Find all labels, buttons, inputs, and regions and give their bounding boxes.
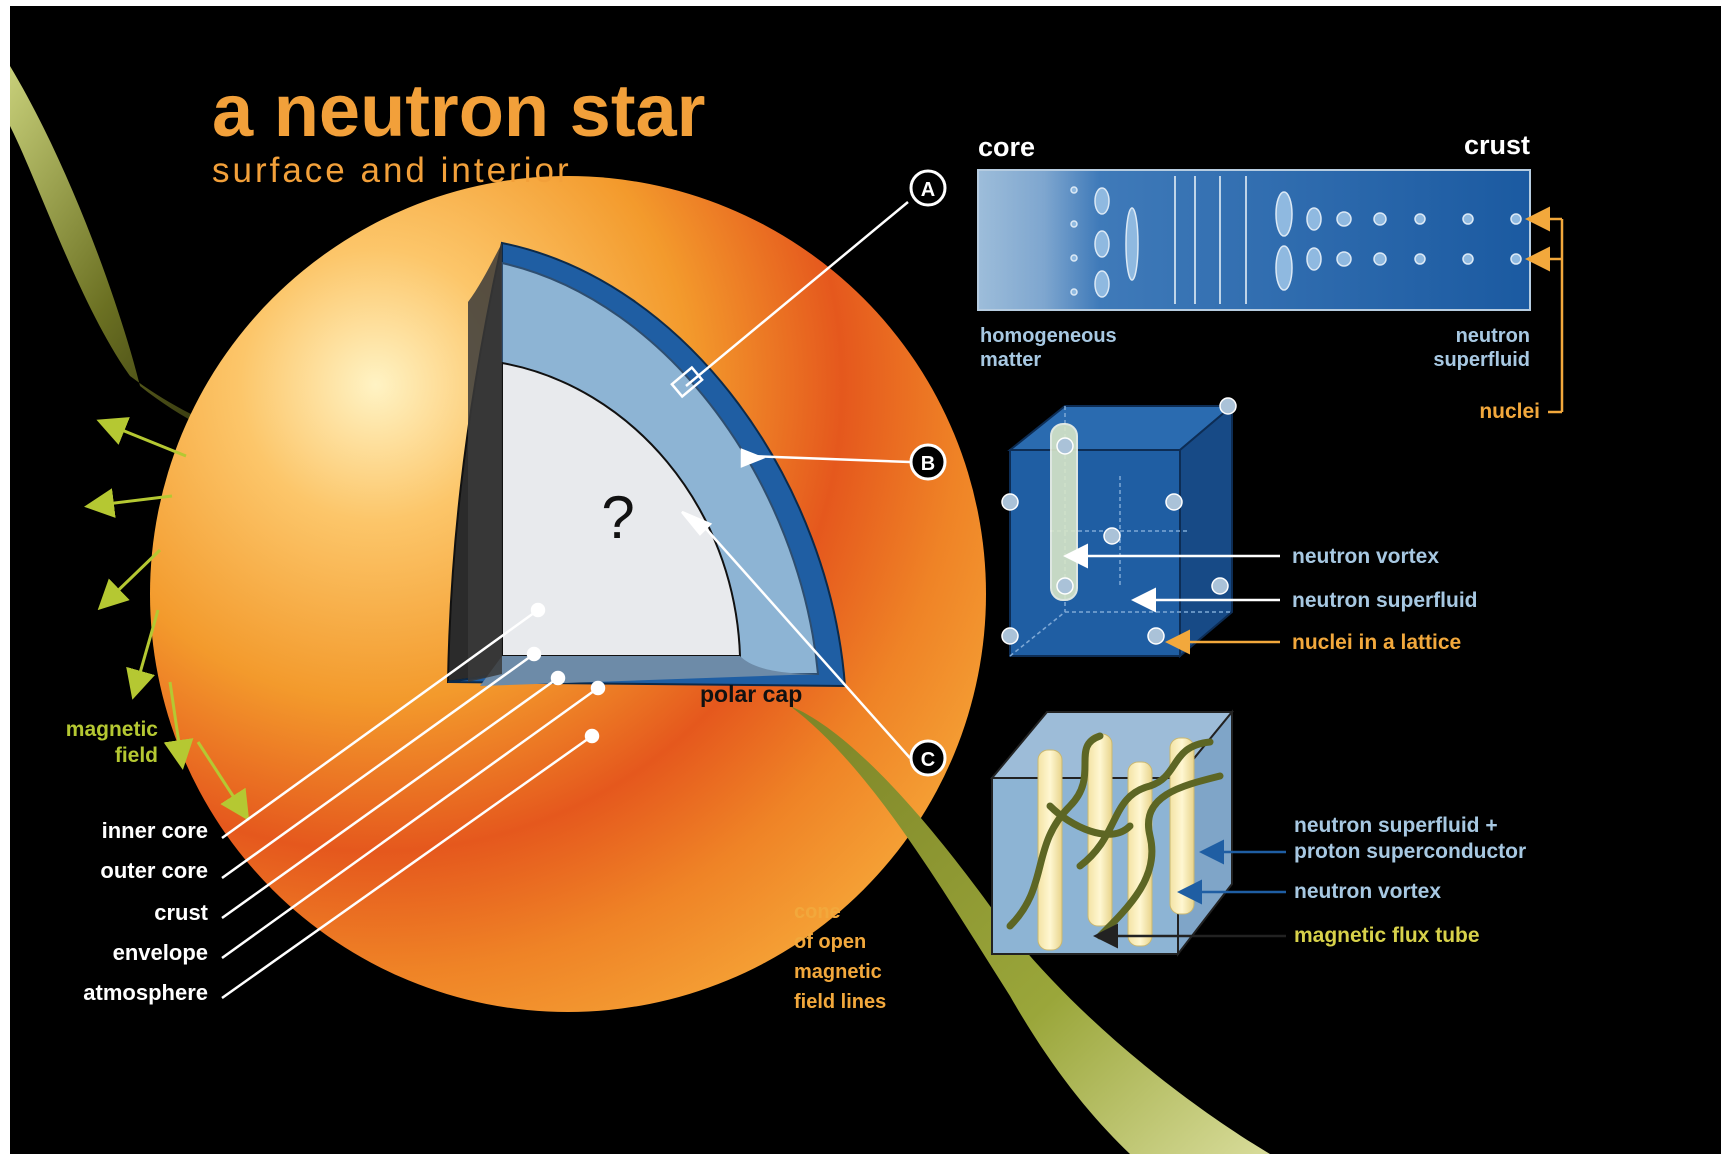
panel-a-caption-neutron: neutron (1456, 325, 1530, 347)
panel-a-nuclei-label: nuclei (1479, 400, 1540, 423)
label-crust: crust (154, 900, 208, 925)
cutaway-edge-dark (468, 243, 502, 682)
panel-b-pointers (1063, 543, 1280, 655)
panel-a-density-bar (977, 169, 1531, 311)
panel-c-label-flux-tube: magnetic flux tube (1294, 924, 1480, 947)
panel-c-flux-tubes (1006, 732, 1224, 940)
panel-b-label-neutron-superfluid: neutron superfluid (1292, 589, 1478, 612)
magnetic-cone-lower (790, 706, 1270, 1154)
panel-a-nuclei-pointer (1525, 206, 1564, 414)
panel-b: neutron vortex neutron superfluid nuclei… (1001, 397, 1478, 659)
inner-core-layer (501, 361, 742, 657)
panel-a-heading-crust: crust (1464, 130, 1530, 160)
panel-c-label-superfluid: neutron superfluid + (1294, 814, 1498, 837)
layer-labels: inner core outer core crust envelope atm… (83, 818, 208, 1005)
svg-text:magnetic: magnetic (66, 718, 159, 741)
panel-a-pasta-phases (1174, 176, 1247, 304)
marker-b: B (909, 443, 947, 481)
svg-text:A: A (921, 179, 935, 201)
panel-c-label-superconductor: proton superconductor (1294, 840, 1526, 863)
svg-text:cone: cone (794, 901, 841, 923)
label-magnetic-field: magnetic field (66, 718, 159, 767)
marker-a: A (909, 169, 947, 207)
panel-a-heading-core: core (978, 132, 1035, 162)
svg-text:C: C (921, 749, 935, 771)
label-cone: cone of open magnetic field lines (794, 901, 886, 1013)
label-polar-cap: polar cap (700, 681, 802, 707)
panel-a-caption-matter: matter (980, 349, 1041, 371)
diagram-subtitle: surface and interior (212, 151, 572, 190)
svg-text:field: field (115, 744, 158, 767)
panel-a: core crust homogeneous (977, 130, 1564, 423)
panel-b-lattice-nuclei (1001, 397, 1237, 645)
label-outer-core: outer core (100, 858, 208, 883)
panel-c-label-neutron-vortex: neutron vortex (1294, 880, 1441, 903)
panel-b-label-nuclei-lattice: nuclei in a lattice (1292, 631, 1461, 654)
panel-c-vortex-tubes (1037, 733, 1195, 951)
svg-text:field lines: field lines (794, 991, 886, 1013)
neutron-star-diagram: ? A B C a neutron st (10, 6, 1721, 1154)
label-inner-core: inner core (102, 818, 208, 843)
diagram-canvas: ? A B C a neutron st (10, 66, 1564, 1154)
panel-c: neutron superfluid + proton superconduct… (989, 709, 1526, 957)
marker-c: C (909, 739, 947, 777)
marker-lines (670, 201, 911, 759)
panel-c-pointers (1093, 839, 1286, 949)
panel-a-caption-homogeneous: homogeneous (980, 325, 1117, 347)
label-envelope: envelope (113, 940, 208, 965)
svg-text:magnetic: magnetic (794, 961, 882, 983)
layer-leader-lines (221, 602, 606, 1000)
panel-a-caption-superfluid: superfluid (1433, 349, 1530, 371)
panel-a-nuclei (1070, 186, 1522, 298)
core-question-mark: ? (601, 484, 634, 551)
panel-b-cube-front (1009, 449, 1181, 657)
magnetic-field-arrows (84, 417, 250, 822)
diagram-title: a neutron star (212, 69, 705, 152)
svg-text:B: B (921, 453, 935, 475)
label-atmosphere: atmosphere (83, 980, 208, 1005)
panel-b-label-neutron-vortex: neutron vortex (1292, 545, 1439, 568)
svg-text:of open: of open (794, 931, 866, 953)
panel-b-cube-side (1179, 403, 1233, 659)
